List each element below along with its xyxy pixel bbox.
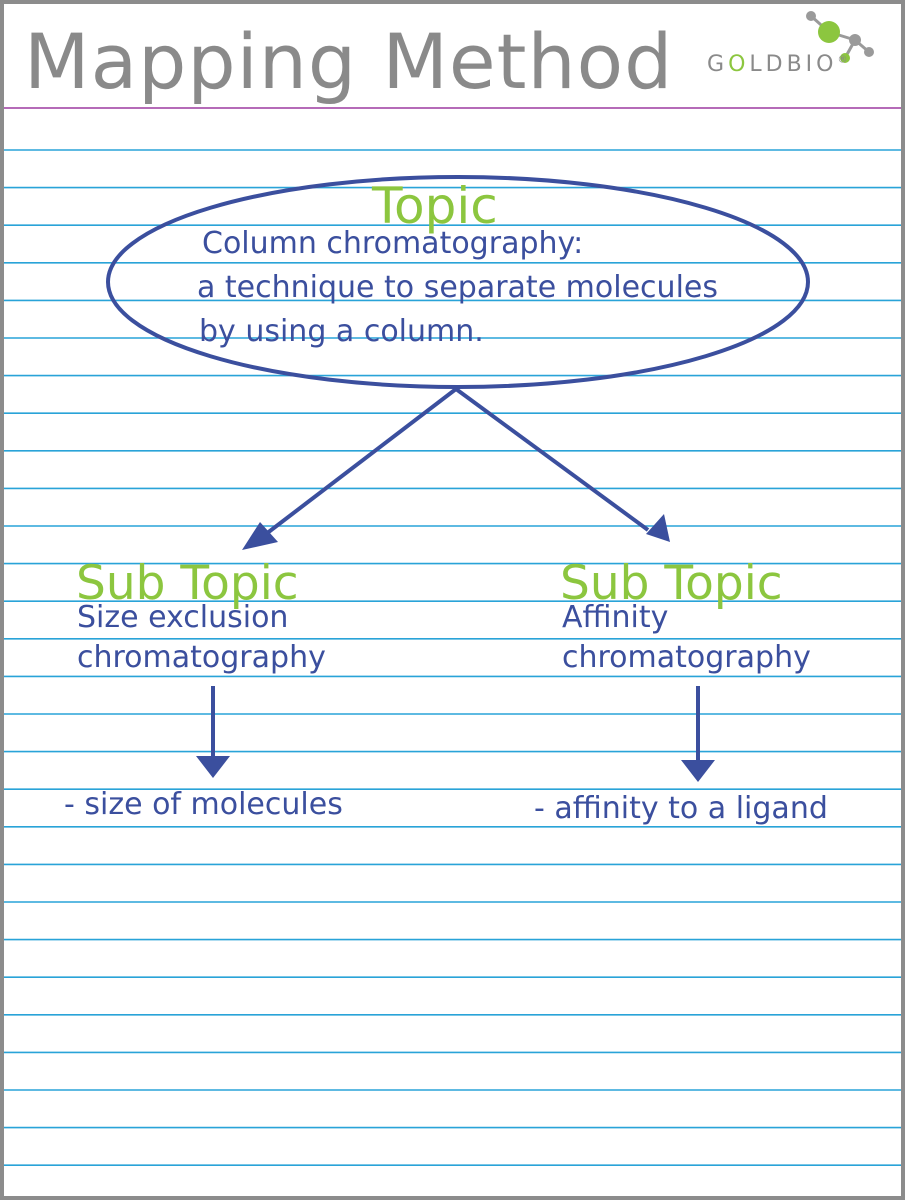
arrow-down-right xyxy=(681,686,715,782)
topic-line-3: by using a column. xyxy=(199,314,484,349)
arrow-down-left xyxy=(196,686,230,778)
subtopic-1-label: Sub Topic xyxy=(76,556,299,611)
concept-map xyxy=(106,175,810,782)
ruled-lines xyxy=(4,107,901,1166)
arrow-to-left-subtopic xyxy=(242,387,458,550)
topic-label: Topic xyxy=(372,177,498,235)
logo-letters-start: G xyxy=(707,52,729,77)
subtopic-1-detail: - size of molecules xyxy=(64,787,343,822)
topic-ellipse xyxy=(106,175,810,389)
goldbio-logo: GOLDBIO® xyxy=(703,8,893,88)
logo-wordmark: GOLDBIO® xyxy=(707,52,848,77)
subtopic-2-line-2: chromatography xyxy=(562,640,811,675)
topic-line-1: Column chromatography: xyxy=(202,226,584,261)
molecule-icon xyxy=(806,11,874,63)
page-title: Mapping Method xyxy=(24,17,674,106)
subtopic-1-line-1: Size exclusion xyxy=(77,600,289,635)
logo-letters-end: LDBIO xyxy=(749,52,838,77)
arrow-to-right-subtopic xyxy=(454,387,670,542)
subtopic-2-line-1: Affinity xyxy=(562,600,669,635)
logo-letter-accent: O xyxy=(728,52,750,77)
topic-line-2: a technique to separate molecules xyxy=(197,270,718,305)
registered-mark: ® xyxy=(837,54,848,66)
subtopic-2-label: Sub Topic xyxy=(560,556,783,611)
subtopic-1-line-2: chromatography xyxy=(77,640,326,675)
subtopic-2-detail: - affinity to a ligand xyxy=(534,791,828,826)
